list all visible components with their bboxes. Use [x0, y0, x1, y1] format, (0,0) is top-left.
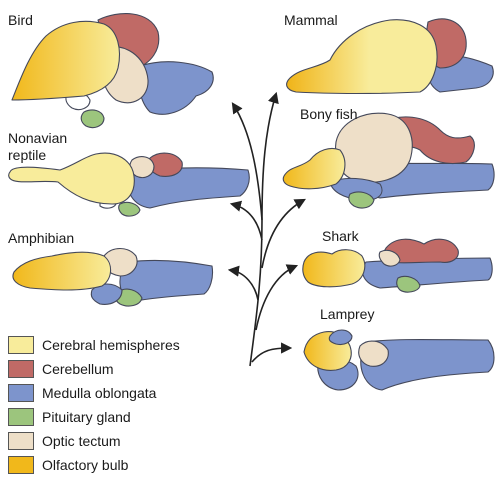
shark-brain	[303, 239, 492, 292]
legend-swatch	[8, 384, 34, 402]
shark-cerebrum	[303, 250, 365, 287]
legend-label: Medulla oblongata	[42, 385, 156, 401]
arrow-to-mammal	[262, 94, 276, 220]
label-bird: Bird	[8, 12, 33, 28]
mammal-cerebrum	[287, 20, 437, 94]
arrow-to-bird	[233, 104, 262, 220]
arrow-to-nonavian-reptile	[232, 204, 262, 240]
label-lamprey: Lamprey	[320, 306, 374, 322]
legend-label: Cerebral hemispheres	[42, 337, 180, 353]
legend-swatch	[8, 336, 34, 354]
legend-label: Cerebellum	[42, 361, 114, 377]
legend-label: Olfactory bulb	[42, 457, 128, 473]
reptile-pituitary	[119, 202, 140, 216]
legend-swatch	[8, 408, 34, 426]
bird-pituitary	[81, 110, 104, 128]
mammal-brain	[287, 19, 494, 94]
legend-swatch	[8, 432, 34, 450]
bony-fish-optic-tectum	[336, 113, 413, 182]
amphibian-brain	[13, 249, 213, 307]
bony-fish-cerebrum	[283, 148, 345, 188]
arrow-to-lamprey	[252, 348, 290, 362]
lamprey-optic-tectum	[359, 341, 389, 366]
amphibian-cerebrum	[13, 252, 111, 290]
label-bony-fish: Bony fish	[300, 106, 358, 122]
legend-swatch	[8, 456, 34, 474]
label-amphibian: Amphibian	[8, 230, 74, 246]
phylogeny-arrows	[230, 94, 304, 366]
bird-medulla	[138, 62, 213, 115]
label-shark: Shark	[322, 228, 359, 244]
arrow-to-amphibian	[230, 270, 258, 300]
legend-label: Pituitary gland	[42, 409, 131, 425]
arrow-to-bony-fish	[262, 200, 304, 268]
label-nonavian-line2: reptile	[8, 147, 46, 163]
bird-brain	[12, 14, 213, 128]
label-mammal: Mammal	[284, 12, 338, 28]
legend-label: Optic tectum	[42, 433, 121, 449]
lamprey-brain	[304, 330, 494, 390]
arrow-to-shark	[256, 266, 296, 330]
bony-fish-brain	[283, 113, 494, 208]
legend-swatch	[8, 360, 34, 378]
label-nonavian-line1: Nonavian	[8, 130, 67, 146]
bird-cerebral-hemisphere	[12, 21, 119, 100]
